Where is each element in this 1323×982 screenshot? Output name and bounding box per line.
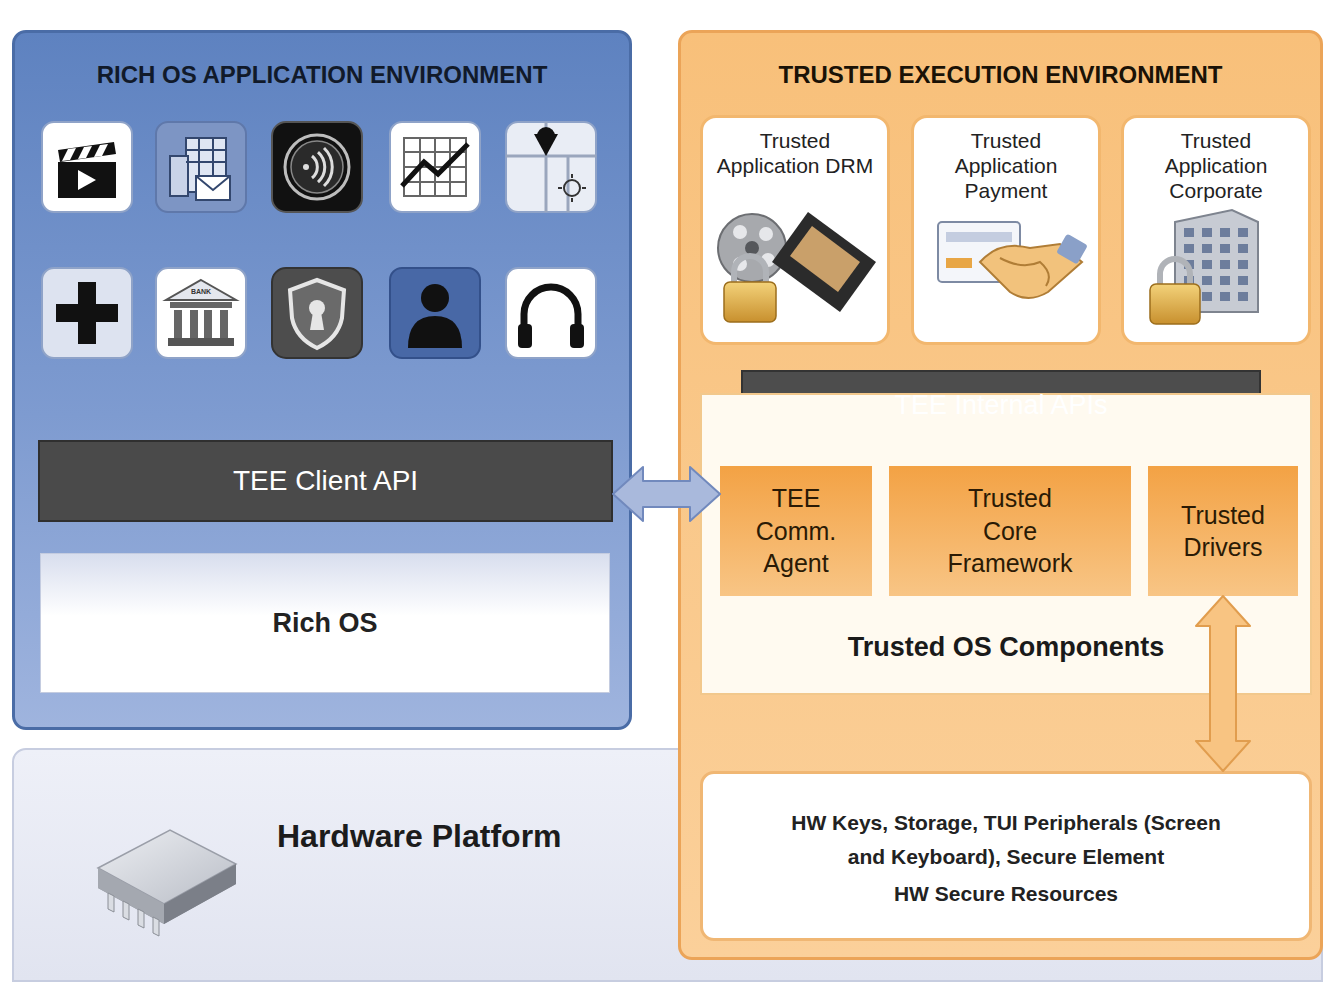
window-mark xyxy=(1184,244,1194,253)
window-mark xyxy=(1202,228,1212,237)
environment-panel: TRUSTED EXECUTION ENVIRONMENT Trusted App… xyxy=(678,30,1323,960)
panel-title: RICH OS APPLICATION ENVIRONMENT xyxy=(97,61,548,89)
window-mark xyxy=(1220,260,1230,269)
chip-pin xyxy=(108,893,114,912)
component-name: TEE Comm. Agent xyxy=(736,482,856,580)
contact-icon xyxy=(390,268,480,358)
component-name: Trusted Core Framework xyxy=(940,482,1080,580)
window-mark xyxy=(1238,292,1248,301)
window-mark xyxy=(1202,276,1212,285)
window-mark xyxy=(1238,228,1248,237)
bank-icon xyxy=(156,268,246,358)
window-mark xyxy=(1184,228,1194,237)
app-name: Trusted Application DRM xyxy=(713,128,878,178)
resource-text: HW Keys, Storage, TUI Peripherals (Scree… xyxy=(786,806,1226,873)
payment-illustration xyxy=(938,222,1088,298)
arrow-body xyxy=(613,467,720,521)
music-icon xyxy=(506,268,596,358)
drm-illustration xyxy=(718,212,876,322)
double-arrow xyxy=(613,467,720,521)
os-component-box: TEE Comm. Agent xyxy=(720,466,872,596)
window-mark xyxy=(1202,244,1212,253)
health-icon xyxy=(42,268,132,358)
chip-illustration xyxy=(98,830,236,936)
double-arrow xyxy=(1196,596,1250,771)
window-mark xyxy=(1202,292,1212,301)
window-mark xyxy=(1238,260,1248,269)
chip-pin xyxy=(138,909,144,928)
nfc-icon xyxy=(272,122,362,212)
os-component-box: Trusted Drivers xyxy=(1148,466,1298,596)
group-title: Trusted OS Components xyxy=(848,632,1165,663)
resource-text: HW Secure Resources xyxy=(894,882,1118,906)
api-name: TEE Client API xyxy=(233,465,418,497)
window-mark xyxy=(1220,276,1230,285)
band-title: Hardware Platform xyxy=(277,818,562,855)
corporate-illustration xyxy=(1150,210,1258,324)
window-mark xyxy=(1220,228,1230,237)
video-icon xyxy=(42,122,132,212)
secure-resources-box: HW Keys, Storage, TUI Peripherals (Scree… xyxy=(700,771,1312,941)
panel-title: TRUSTED EXECUTION ENVIRONMENT xyxy=(778,61,1222,89)
chip-pin xyxy=(123,901,129,920)
window-mark xyxy=(1220,244,1230,253)
chip-pin xyxy=(153,917,159,936)
map-icon xyxy=(506,122,596,212)
api-bar: TEE Client API xyxy=(38,440,613,522)
office-mail-icon xyxy=(156,122,246,212)
icon-label: BANK xyxy=(181,288,221,295)
window-mark xyxy=(1202,260,1212,269)
window-mark xyxy=(1238,276,1248,285)
app-name: Trusted Application Payment xyxy=(924,128,1089,204)
api-name: TEE Internal APIs xyxy=(894,390,1107,421)
component-name: Trusted Drivers xyxy=(1158,499,1288,564)
os-box: Rich OS xyxy=(40,553,610,693)
security-icon xyxy=(272,268,362,358)
window-mark xyxy=(1220,292,1230,301)
window-mark xyxy=(1238,244,1248,253)
arrow-body xyxy=(1196,596,1250,771)
chart-icon xyxy=(390,122,480,212)
os-name: Rich OS xyxy=(272,608,377,639)
app-name: Trusted Application Corporate xyxy=(1134,128,1299,204)
os-component-box: Trusted Core Framework xyxy=(889,466,1131,596)
